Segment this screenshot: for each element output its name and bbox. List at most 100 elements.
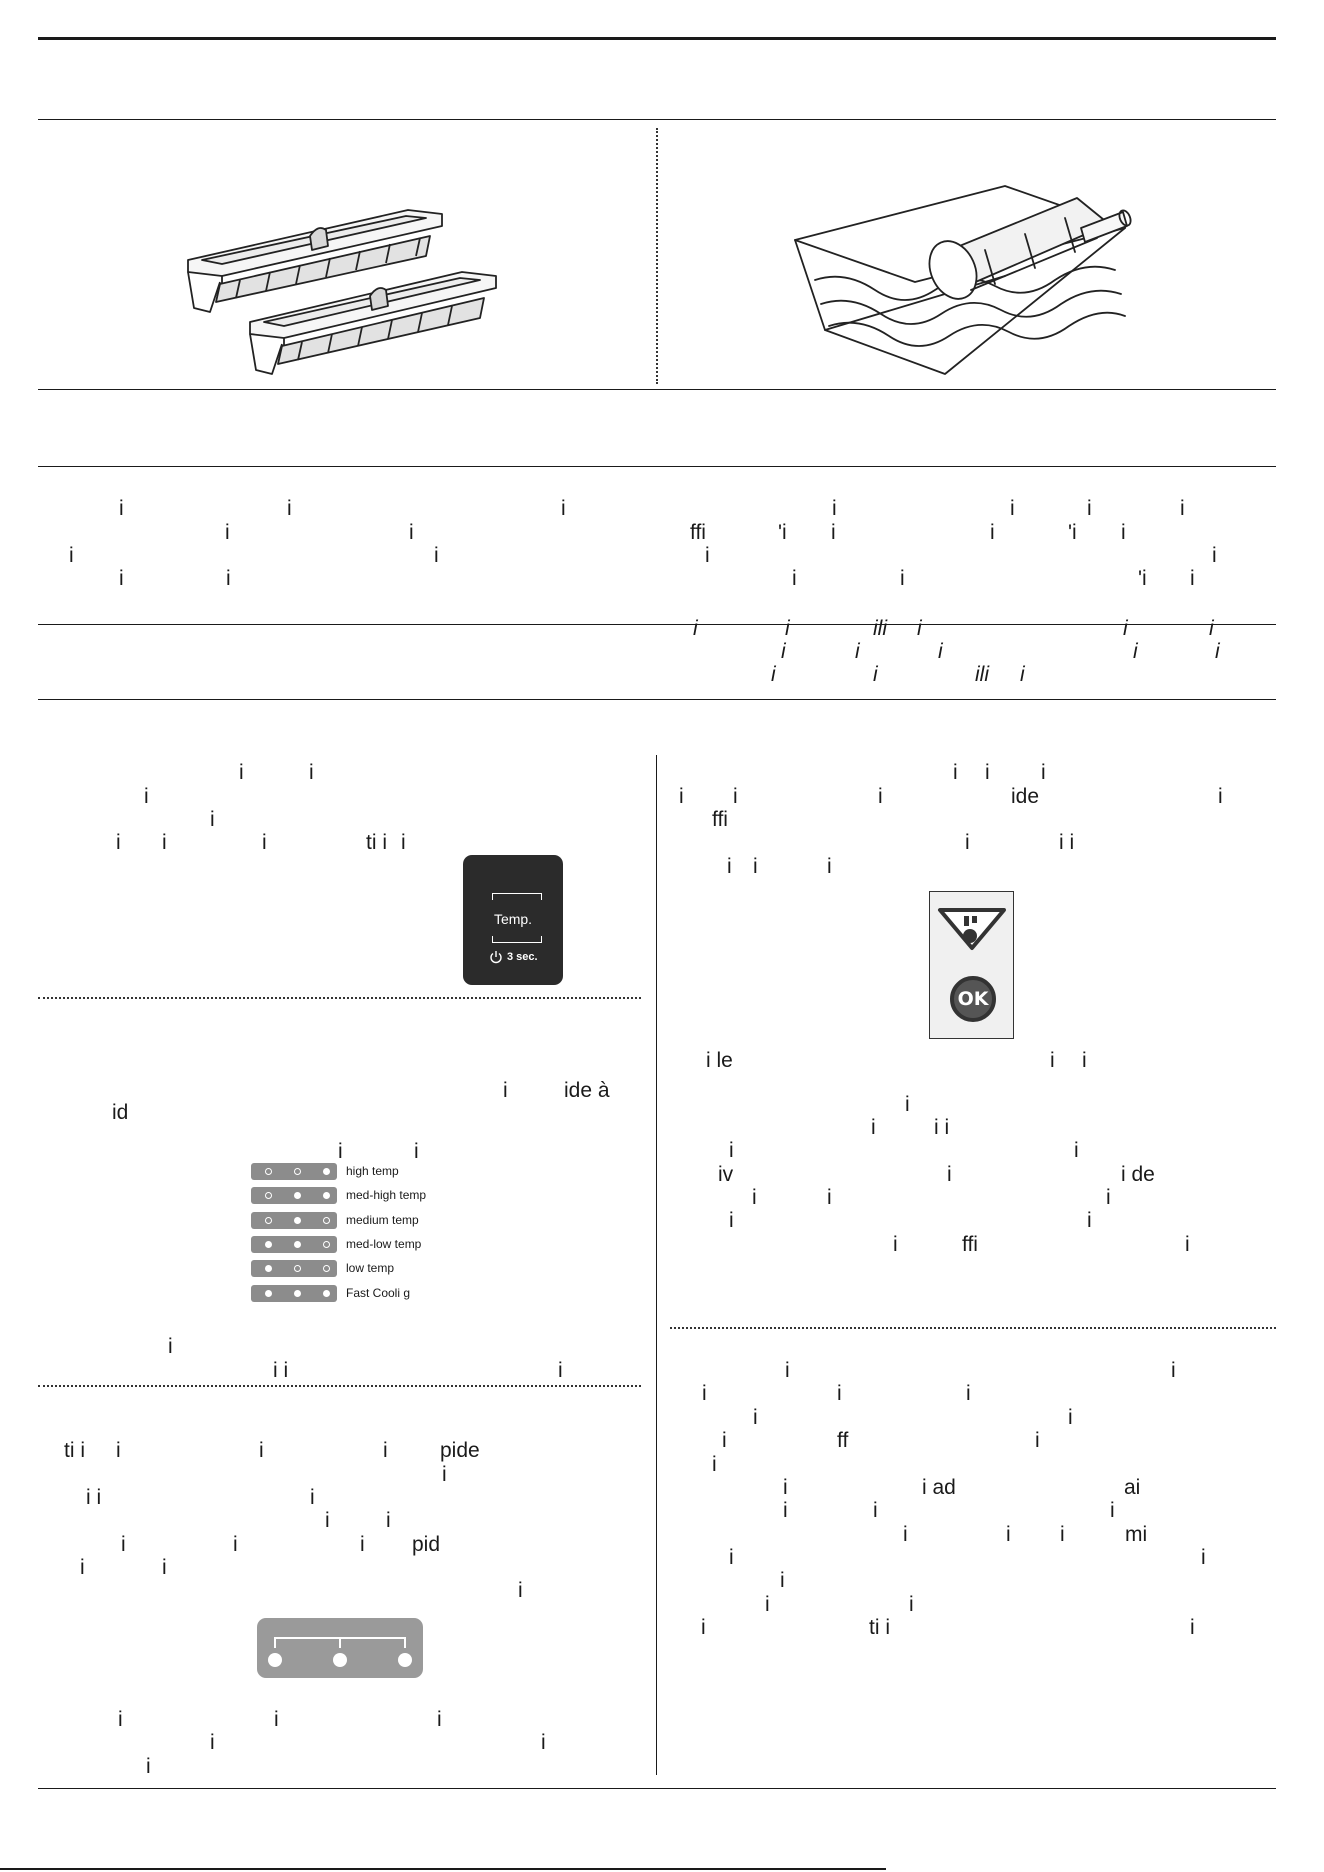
text-fragment: i i <box>1059 831 1075 854</box>
text-fragment: i <box>909 1593 914 1616</box>
rule-below-notes <box>38 699 1276 700</box>
rule-below-caption <box>38 466 1276 467</box>
illustration-divider <box>656 128 658 384</box>
text-fragment: ffi <box>712 808 728 831</box>
text-fragment: i <box>1185 1233 1190 1256</box>
text-fragment: i le <box>706 1049 733 1072</box>
text-fragment: i <box>1123 617 1128 640</box>
led-off-dot <box>323 1265 330 1272</box>
text-fragment: i <box>827 855 832 878</box>
text-fragment: i <box>1106 1186 1111 1209</box>
text-fragment: i <box>1133 640 1138 663</box>
ok-label: OK <box>957 988 989 1010</box>
led-on-dot <box>323 1192 330 1199</box>
ice-dispenser-icon <box>938 908 1006 950</box>
text-fragment: i <box>144 785 149 808</box>
led-off-dot <box>265 1168 272 1175</box>
text-fragment: i <box>503 1079 508 1102</box>
led-off-dot <box>323 1217 330 1224</box>
text-fragment: i <box>1082 1049 1087 1072</box>
text-fragment: i <box>1209 617 1214 640</box>
text-fragment: i <box>414 1140 419 1163</box>
text-fragment: i i <box>934 1116 950 1139</box>
text-fragment: pid <box>412 1533 441 1556</box>
led-off-dot <box>294 1168 301 1175</box>
temp-bracket-top <box>492 893 542 900</box>
text-fragment: i <box>310 1486 315 1509</box>
led-on-dot <box>294 1290 301 1297</box>
text-fragment: i <box>729 1546 734 1569</box>
text-fragment: i <box>785 1359 790 1382</box>
text-fragment: i <box>118 1708 123 1731</box>
text-fragment: i <box>938 640 943 663</box>
text-fragment: i <box>783 1499 788 1522</box>
text-fragment: i <box>1035 1429 1040 1452</box>
hold-duration: 3 sec. <box>507 951 538 963</box>
section-divider-left-2 <box>38 1385 641 1387</box>
text-fragment: i <box>832 497 837 520</box>
text-fragment: i <box>541 1731 546 1754</box>
ok-button[interactable]: OK <box>950 976 996 1022</box>
section-divider-right-1 <box>670 1327 1276 1329</box>
text-fragment: i <box>785 617 790 640</box>
bottom-rule <box>38 1788 1276 1789</box>
text-fragment: i <box>116 831 121 854</box>
temp-button[interactable]: Temp. <box>463 911 563 929</box>
power-icon <box>490 951 502 964</box>
text-fragment: i <box>712 1453 717 1476</box>
text-fragment: i <box>274 1708 279 1731</box>
text-fragment: i <box>162 831 167 854</box>
text-fragment: i <box>1215 640 1220 663</box>
text-fragment: i <box>729 1209 734 1232</box>
temp-control-panel: Temp. 3 sec. <box>463 855 563 985</box>
text-fragment: i <box>360 1533 365 1556</box>
led-row-4 <box>251 1236 337 1253</box>
text-fragment: i <box>1050 1049 1055 1072</box>
text-fragment: i <box>878 785 883 808</box>
text-fragment: ti i <box>366 831 387 854</box>
text-fragment: ai <box>1124 1476 1141 1499</box>
text-fragment: i <box>783 1476 788 1499</box>
text-fragment: i <box>752 1186 757 1209</box>
section-divider-left-1 <box>38 997 641 999</box>
text-fragment: i i <box>86 1486 102 1509</box>
text-fragment: i <box>225 521 230 544</box>
text-fragment: i <box>325 1509 330 1532</box>
text-fragment: i <box>947 1163 952 1186</box>
text-fragment: i <box>119 497 124 520</box>
text-fragment: i <box>1212 544 1217 567</box>
text-fragment: i <box>1006 1523 1011 1546</box>
mode-indicator-panel <box>257 1618 423 1678</box>
text-fragment: i <box>287 497 292 520</box>
text-fragment: i <box>1190 1616 1195 1639</box>
text-fragment: i <box>558 1359 563 1382</box>
text-fragment: i <box>917 617 922 640</box>
text-fragment: i <box>831 521 836 544</box>
text-fragment: i <box>434 544 439 567</box>
text-fragment: i <box>733 785 738 808</box>
led-row-3 <box>251 1212 337 1229</box>
led-on-dot <box>265 1265 272 1272</box>
text-fragment: i <box>905 1093 910 1116</box>
legend-label-1: high temp <box>346 1164 399 1178</box>
text-fragment: i <box>233 1533 238 1556</box>
led-on-dot <box>294 1192 301 1199</box>
led-on-dot <box>265 1290 272 1297</box>
text-fragment: i <box>69 544 74 567</box>
text-fragment: i <box>985 761 990 784</box>
led-row-6 <box>251 1285 337 1302</box>
led-off-dot <box>265 1192 272 1199</box>
text-fragment: i <box>701 1616 706 1639</box>
text-fragment: i i <box>273 1359 289 1382</box>
text-fragment: i <box>338 1140 343 1163</box>
text-fragment: 'i <box>778 521 787 544</box>
text-fragment: i <box>386 1509 391 1532</box>
text-fragment: i <box>900 567 905 590</box>
led-on-dot <box>294 1241 301 1248</box>
text-fragment: i <box>1068 1406 1073 1429</box>
text-fragment: i <box>437 1708 442 1731</box>
text-fragment: i <box>259 1439 264 1462</box>
text-fragment: i <box>792 567 797 590</box>
text-fragment: i <box>753 1406 758 1429</box>
text-fragment: i <box>679 785 684 808</box>
